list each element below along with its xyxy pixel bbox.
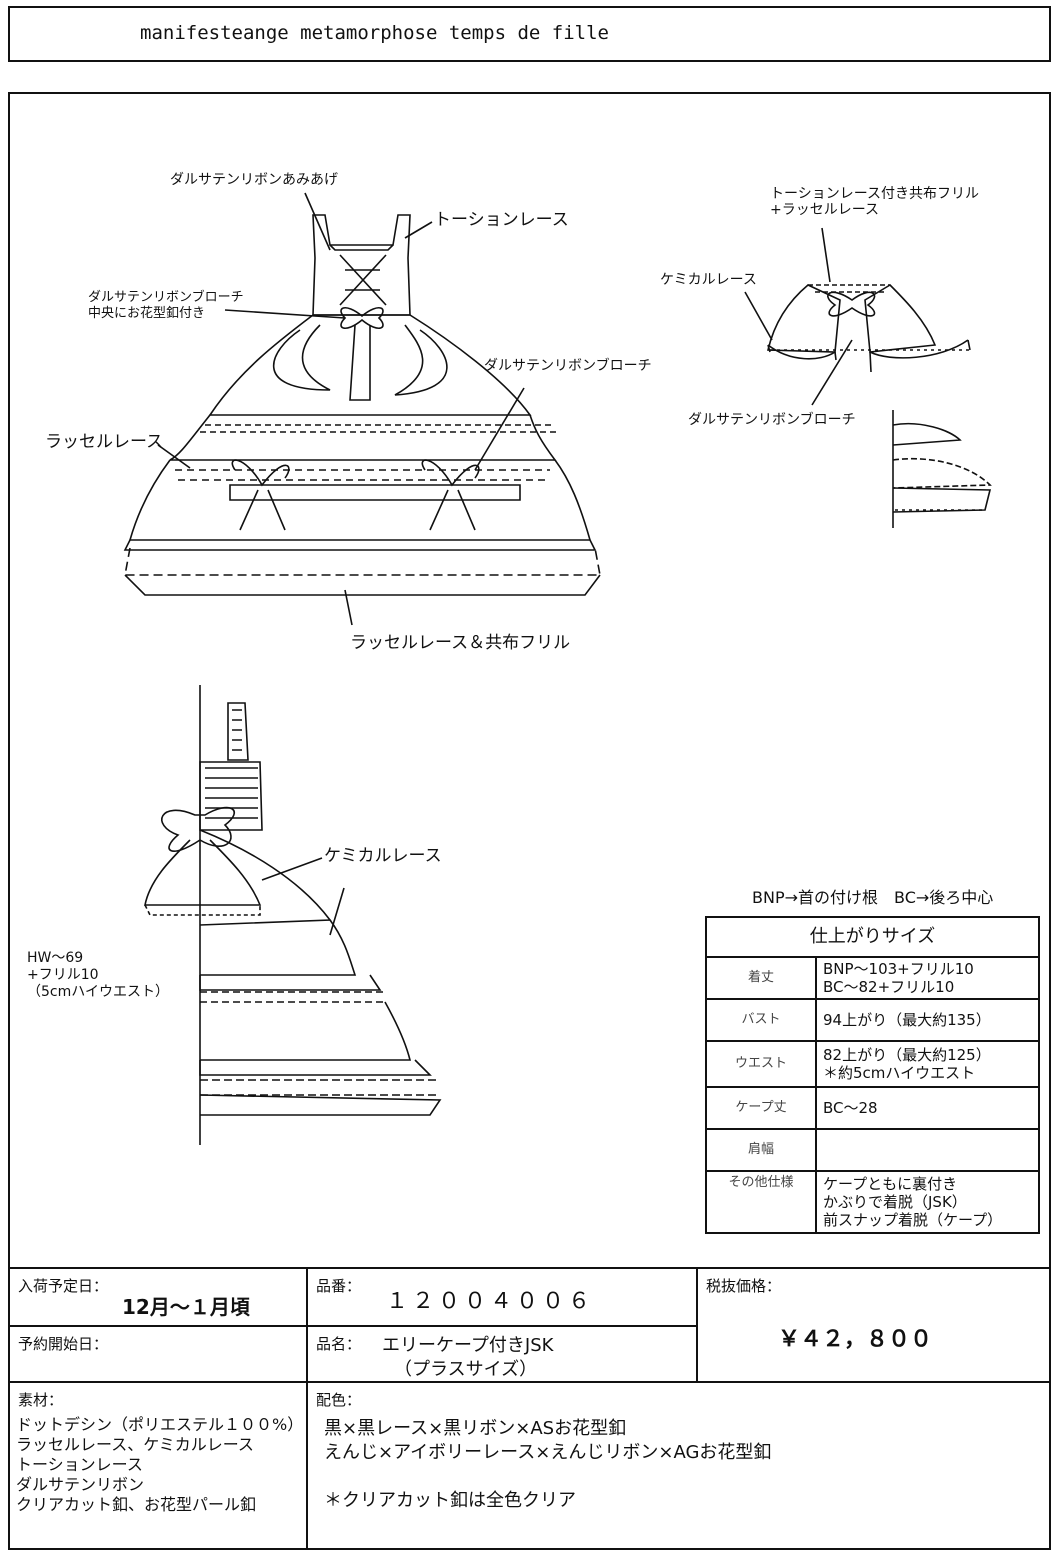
- cape-drawing: [766, 283, 971, 373]
- spec-value: 82上がり（最大約125）＊約5cmハイウエスト: [815, 1040, 1040, 1088]
- label-hw-2: +フリル10: [27, 967, 99, 983]
- spec-value: [815, 1128, 1040, 1172]
- label-raschel-lace: ラッセルレース: [45, 432, 164, 452]
- arrival-value: 12月～１月頃: [122, 1295, 250, 1319]
- code-label: 品番：: [316, 1277, 362, 1295]
- spec-key: ケープ丈: [705, 1086, 817, 1130]
- code-value: １２００４００６: [386, 1289, 595, 1314]
- title-box: manifesteange metamorphose temps de fill…: [8, 6, 1051, 62]
- material-list: ドットデシン（ポリエステル１００%） ラッセルレース、ケミカルレース トーション…: [16, 1415, 303, 1515]
- spec-row: その他仕様 ケープともに裏付きかぶりで着脱（JSK）前スナップ着脱（ケープ）: [705, 1170, 1040, 1234]
- label-hw-3: （5cmハイウエスト）: [27, 984, 169, 1000]
- spec-row: 肩幅: [705, 1128, 1040, 1172]
- price-label: 税抜価格：: [706, 1277, 782, 1295]
- label-brooch-center-1: ダルサテンリボンブローチ: [88, 290, 244, 305]
- arrival-cell: 入荷予定日： 12月～１月頃: [8, 1267, 308, 1327]
- spec-row: ウエスト 82上がり（最大約125）＊約5cmハイウエスト: [705, 1040, 1040, 1088]
- spec-row: ケープ丈 BC～28: [705, 1086, 1040, 1130]
- spec-header: 仕上がりサイズ: [705, 916, 1040, 958]
- material-item: トーションレース: [16, 1455, 143, 1474]
- label-raschel-frill: ラッセルレース＆共布フリル: [350, 633, 571, 653]
- label-cape-brooch: ダルサテンリボンブローチ: [688, 412, 856, 428]
- color-cell: 配色： 黒×黒レース×黒リボン×ASお花型釦 えんじ×アイボリーレース×えんじリ…: [306, 1381, 1051, 1550]
- side-jsk-drawing: [144, 685, 442, 1145]
- label-side-chemical-lace: ケミカルレース: [324, 846, 442, 866]
- name-label: 品名：: [316, 1335, 362, 1353]
- color-label: 配色：: [316, 1391, 362, 1409]
- material-label: 素材：: [18, 1391, 64, 1409]
- spec-key: ウエスト: [705, 1040, 817, 1088]
- label-cape-torchon-frill-2: +ラッセルレース: [770, 202, 880, 218]
- label-cape-chemical-lace: ケミカルレース: [660, 272, 757, 288]
- label-brooch-center-2: 中央にお花型釦付き: [88, 306, 206, 321]
- material-item: ラッセルレース、ケミカルレース: [16, 1435, 254, 1454]
- spec-value: 94上がり（最大約135）: [815, 998, 1040, 1042]
- label-brooch-right: ダルサテンリボンブローチ: [484, 358, 652, 374]
- name-cell: 品名： エリーケープ付きJSK （プラスサイズ）: [306, 1325, 698, 1383]
- spec-row: バスト 94上がり（最大約135）: [705, 998, 1040, 1042]
- material-item: ドットデシン（ポリエステル１００%）: [16, 1415, 304, 1434]
- name-value-2: （プラスサイズ）: [394, 1359, 538, 1380]
- color-item: [324, 1465, 771, 1489]
- color-note: ＊クリアカット釦は全色クリア: [324, 1490, 576, 1511]
- preorder-label: 予約開始日：: [18, 1335, 109, 1353]
- price-cell: 税抜価格： ￥４２，８００: [696, 1267, 1051, 1383]
- spec-key: その他仕様: [705, 1170, 817, 1234]
- name-value-1: エリーケープ付きJSK: [382, 1335, 554, 1356]
- label-hw-1: HW～69: [27, 950, 84, 966]
- color-list: 黒×黒レース×黒リボン×ASお花型釦 えんじ×アイボリーレース×えんじリボン×A…: [324, 1417, 771, 1513]
- document-title: manifesteange metamorphose temps de fill…: [140, 22, 609, 44]
- material-item: ダルサテンリボン: [16, 1475, 145, 1494]
- price-value: ￥４２，８００: [778, 1327, 933, 1352]
- material-cell: 素材： ドットデシン（ポリエステル１００%） ラッセルレース、ケミカルレース ト…: [8, 1381, 308, 1550]
- label-cape-torchon-frill-1: トーションレース付き共布フリル: [770, 186, 980, 202]
- arrival-label: 入荷予定日：: [18, 1277, 109, 1295]
- color-item: えんじ×アイボリーレース×えんじリボン×AGお花型釦: [324, 1442, 772, 1463]
- label-torchon-lace: トーションレース: [434, 210, 569, 230]
- spec-value: BC～28: [815, 1086, 1040, 1130]
- preorder-cell: 予約開始日：: [8, 1325, 308, 1383]
- code-cell: 品番： １２００４００６: [306, 1267, 698, 1327]
- color-item: 黒×黒レース×黒リボン×ASお花型釦: [324, 1418, 627, 1439]
- spec-key: 着丈: [705, 956, 817, 1000]
- spec-value: ケープともに裏付きかぶりで着脱（JSK）前スナップ着脱（ケープ）: [815, 1170, 1040, 1234]
- spec-note: BNP→首の付け根 BC→後ろ中心: [752, 888, 994, 907]
- label-ribbon-lacing: ダルサテンリボンあみあげ: [170, 172, 338, 188]
- front-jsk-drawing: [123, 214, 601, 596]
- spec-key: 肩幅: [705, 1128, 817, 1172]
- material-item: クリアカット釦、お花型パール釦: [16, 1495, 257, 1514]
- spec-key: バスト: [705, 998, 817, 1042]
- cape-back-drawing: [892, 410, 992, 528]
